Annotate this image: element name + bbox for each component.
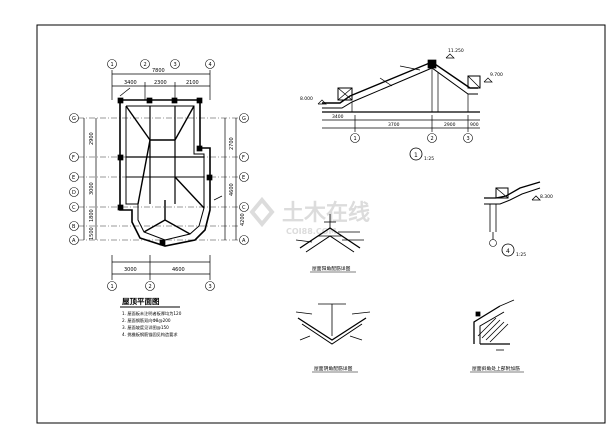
axis-bottom-1: 1 xyxy=(107,281,117,291)
svg-text:B: B xyxy=(72,224,76,230)
section-elev-top: 11.250 xyxy=(448,48,464,54)
section-axis-3: 3 xyxy=(463,133,473,143)
plan-dim-left-2: 3000 xyxy=(89,182,95,195)
svg-text:3: 3 xyxy=(209,284,212,290)
section-axis-bubbles: 1 2 3 xyxy=(350,133,473,143)
plan-note-4: 4. 挑檐板钢筋锚固见构造要求 xyxy=(122,331,178,338)
svg-text:3: 3 xyxy=(467,136,470,142)
plan-notes: 1. 屋面板未注明者板厚均为120 2. 屋面钢筋双向Φ8@200 3. 屋面坡… xyxy=(122,310,182,338)
axis-left-a: A xyxy=(69,235,79,245)
axis-top-3: 3 xyxy=(170,59,180,69)
ridge-rebar-detail xyxy=(295,214,364,253)
section-dim-3: 2900 xyxy=(444,122,456,128)
plan-dim-top-2: 2300 xyxy=(154,80,167,86)
svg-text:G: G xyxy=(242,116,246,122)
plan-dim-right-3: 4200 xyxy=(240,213,246,226)
plan-axis-bubbles: 1 2 3 4 1 2 3 G F E D C B A G F E C A xyxy=(69,59,249,291)
valley-rebar-detail xyxy=(295,303,371,345)
axis-left-g: G xyxy=(69,113,79,123)
plan-note-2: 2. 屋面钢筋双向Φ8@200 xyxy=(122,317,171,324)
roof-plan xyxy=(78,70,240,280)
eave-detail xyxy=(484,181,541,240)
plan-dim-right-2: 4600 xyxy=(229,183,235,196)
plan-dim-right-1: 2700 xyxy=(229,137,235,150)
axis-left-b: B xyxy=(69,221,79,231)
section-elev-left: 8.000 xyxy=(300,96,313,102)
axis-left-d: D xyxy=(69,187,79,197)
svg-text:3: 3 xyxy=(174,62,177,68)
section-tag-number: 1 xyxy=(414,152,418,159)
plan-dim-left-3: 1800 xyxy=(89,209,95,222)
svg-text:F: F xyxy=(242,155,245,161)
axis-right-g: G xyxy=(239,113,249,123)
svg-text:A: A xyxy=(242,238,246,244)
plan-note-3: 3. 屋面坡度见详图@150 xyxy=(122,324,169,331)
watermark-sub: COI88.COM xyxy=(286,227,336,236)
plan-dim-bottom-1: 3000 xyxy=(124,267,137,273)
eave-detail-tag: 4 1:25 xyxy=(489,239,526,258)
axis-top-1: 1 xyxy=(107,59,117,69)
svg-text:F: F xyxy=(72,155,75,161)
sheet-border xyxy=(36,24,606,424)
svg-text:D: D xyxy=(72,190,76,196)
axis-left-c: C xyxy=(69,202,79,212)
axis-top-4: 4 xyxy=(205,59,215,69)
section-axis-2: 2 xyxy=(427,133,437,143)
watermark: 土木在线 COI88.COM xyxy=(249,196,370,236)
section-axis-1: 1 xyxy=(350,133,360,143)
svg-text:4: 4 xyxy=(209,62,212,68)
svg-text:E: E xyxy=(72,175,75,181)
axis-bottom-3: 3 xyxy=(205,281,215,291)
svg-text:2: 2 xyxy=(144,62,147,68)
eave-detail-scale: 1:25 xyxy=(516,252,526,258)
svg-text:1: 1 xyxy=(354,136,357,142)
axis-right-f: F xyxy=(239,152,249,162)
corner-rebar-detail xyxy=(473,299,515,351)
axis-left-f: F xyxy=(69,152,79,162)
section-elev-right: 9.700 xyxy=(490,72,503,78)
svg-text:A: A xyxy=(72,238,76,244)
plan-dim-top-1: 3400 xyxy=(124,80,137,86)
axis-top-2: 2 xyxy=(140,59,150,69)
plan-dim-texts: 7800 3400 2300 2100 3000 4600 2900 3000 … xyxy=(89,68,246,273)
svg-text:E: E xyxy=(242,175,245,181)
plan-dim-left-1: 2900 xyxy=(89,132,95,145)
svg-text:1: 1 xyxy=(111,284,114,290)
svg-text:1: 1 xyxy=(111,62,114,68)
roof-section xyxy=(317,53,493,132)
eave-detail-elev: 8.300 xyxy=(540,194,553,200)
svg-text:G: G xyxy=(72,116,76,122)
valley-detail-label: 屋面阴角配筋详图 xyxy=(314,365,353,372)
plan-dim-left-4: 1500 xyxy=(89,227,95,240)
axis-right-e: E xyxy=(239,172,249,182)
eave-detail-tag-number: 4 xyxy=(506,248,510,255)
section-dim-4: 900 xyxy=(470,122,479,128)
section-tag: 1 1:25 xyxy=(409,147,434,162)
section-scale: 1:25 xyxy=(424,156,434,162)
plan-dim-top-total: 7800 xyxy=(152,68,165,74)
axis-right-c: C xyxy=(239,202,249,212)
plan-dim-bottom-2: 4600 xyxy=(172,267,185,273)
corner-detail-label: 屋面斜角处上部附加筋 xyxy=(472,365,520,372)
svg-text:C: C xyxy=(242,205,246,211)
section-dim-1: 3400 xyxy=(332,114,344,120)
plan-note-1: 1. 屋面板未注明者板厚均为120 xyxy=(122,310,182,317)
axis-bottom-2: 2 xyxy=(145,281,155,291)
section-texts: 3400 3700 2900 900 8.000 9.700 11.250 xyxy=(300,48,503,128)
axis-right-a: A xyxy=(239,235,249,245)
section-dim-2: 3700 xyxy=(388,122,400,128)
svg-text:C: C xyxy=(72,205,76,211)
ridge-detail-label: 屋面阳角配筋详图 xyxy=(312,265,351,272)
axis-left-e: E xyxy=(69,172,79,182)
svg-text:2: 2 xyxy=(431,136,434,142)
svg-text:2: 2 xyxy=(149,284,152,290)
plan-title: 屋顶平面图 xyxy=(122,297,160,306)
plan-dim-top-3: 2100 xyxy=(186,80,199,86)
